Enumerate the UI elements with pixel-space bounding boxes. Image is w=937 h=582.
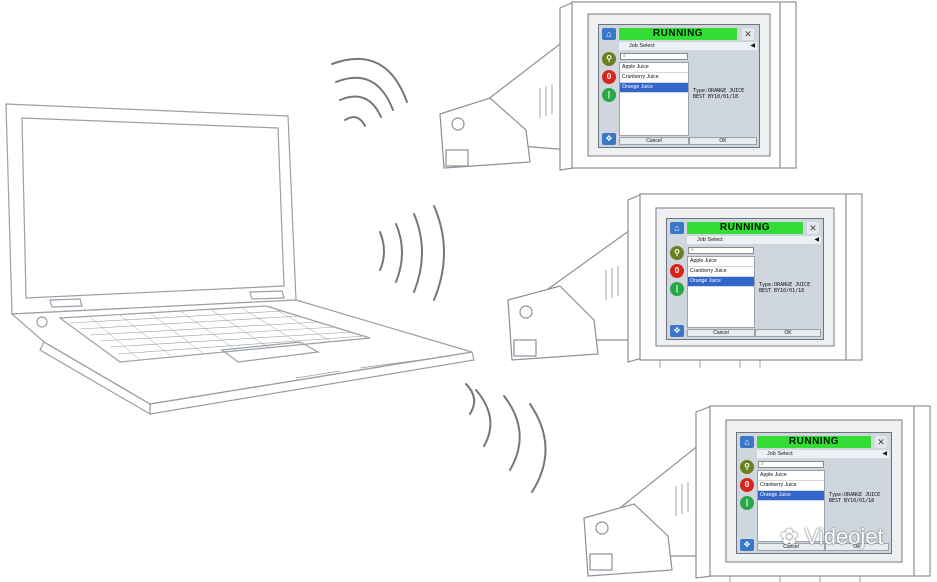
list-item[interactable]: Cranberry Juice (688, 267, 754, 277)
wechat-icon: ✿ (780, 524, 799, 549)
laptop-power-indicator (36, 316, 48, 328)
screen-title-label: Job Select (629, 43, 655, 49)
laptop-display (21, 117, 285, 299)
list-item[interactable]: Apple Juice (758, 471, 824, 481)
label-preview: Type:ORANGE JUICE BEST BY10/01/18 (693, 88, 744, 100)
back-arrow-icon[interactable]: ◀ (750, 43, 755, 49)
search-input[interactable]: ⌕ (620, 53, 688, 60)
list-item-selected[interactable]: Orange Juice (758, 491, 824, 501)
list-item[interactable]: Apple Juice (620, 63, 688, 73)
label-preview: Type:ORANGE JUICE BEST BY10/01/18 (829, 492, 880, 504)
preview-line-2: BEST BY10/01/18 (693, 94, 739, 100)
tools-icon[interactable]: ✕ (875, 436, 887, 448)
job-list: Apple Juice Cranberry Juice Orange Juice (757, 470, 825, 542)
watermark-text: Videojet (804, 524, 884, 549)
printer-2-screen: ⌂ RUNNING ✕ Job Select ◀ ⚲ 0 | ⌕ Apple J… (666, 218, 824, 340)
printhead-knob (519, 305, 533, 319)
screen-title-label: Job Select (697, 237, 723, 243)
laptop (5, 103, 475, 416)
printhead-vents (675, 482, 689, 516)
search-input[interactable]: ⌕ (758, 461, 824, 468)
laptop-ports (295, 355, 451, 379)
ok-button[interactable]: OK (689, 137, 757, 145)
printhead-nozzle (589, 553, 613, 571)
list-item[interactable]: Cranberry Juice (620, 73, 688, 83)
key-icon[interactable]: ⚲ (740, 460, 754, 474)
home-icon[interactable]: ⌂ (602, 28, 616, 40)
key-icon[interactable]: ⚲ (670, 246, 684, 260)
preview-line-2: BEST BY10/01/18 (759, 288, 805, 294)
list-item-selected[interactable]: Orange Juice (620, 83, 688, 93)
navigate-icon[interactable]: ✥ (670, 325, 684, 337)
navigate-icon[interactable]: ✥ (602, 133, 616, 145)
list-item-selected[interactable]: Orange Juice (688, 277, 754, 287)
watermark: ✿ Videojet (780, 524, 884, 550)
start-icon[interactable]: | (740, 496, 754, 510)
stop-icon[interactable]: 0 (670, 264, 684, 278)
home-icon[interactable]: ⌂ (740, 436, 754, 448)
back-arrow-icon[interactable]: ◀ (882, 451, 887, 457)
job-list: Apple Juice Cranberry Juice Orange Juice (687, 256, 755, 328)
screen-title: Job Select ◀ (687, 236, 821, 244)
cancel-button[interactable]: Cancel (757, 543, 825, 551)
search-input[interactable]: ⌕ (688, 247, 754, 254)
ok-button[interactable]: OK (755, 329, 821, 337)
home-icon[interactable]: ⌂ (670, 222, 684, 234)
ok-button[interactable]: OK (825, 543, 889, 551)
key-icon[interactable]: ⚲ (602, 52, 616, 66)
cancel-button[interactable]: Cancel (619, 137, 689, 145)
laptop-hinge (49, 290, 285, 308)
laptop-lid (5, 103, 297, 315)
list-item[interactable]: Cranberry Juice (758, 481, 824, 491)
navigate-icon[interactable]: ✥ (740, 539, 754, 551)
printhead-vents (539, 84, 553, 118)
printhead-knob (451, 117, 465, 131)
tools-icon[interactable]: ✕ (807, 222, 819, 234)
keyboard-columns (89, 305, 331, 361)
start-icon[interactable]: | (602, 88, 616, 102)
preview-line-1: Type:ORANGE JUICE (829, 492, 881, 498)
back-arrow-icon[interactable]: ◀ (814, 237, 819, 243)
search-icon: ⌕ (623, 53, 626, 59)
list-item[interactable]: Apple Juice (688, 257, 754, 267)
printhead-knob (595, 521, 609, 535)
job-list: Apple Juice Cranberry Juice Orange Juice (619, 62, 689, 136)
laptop-base (10, 299, 473, 405)
status-bar: RUNNING (619, 28, 737, 40)
preview-line-1: Type:ORANGE JUICE (759, 282, 811, 288)
laptop-base-side (149, 351, 475, 415)
cabinet-connectors (729, 576, 861, 582)
laptop-keyboard (58, 305, 371, 363)
tools-icon[interactable]: ✕ (742, 28, 754, 40)
search-icon: ⌕ (691, 247, 694, 253)
printhead-nozzle (445, 149, 469, 167)
status-bar: RUNNING (757, 436, 871, 448)
cabinet-connectors (659, 360, 761, 368)
signal-lower (465, 383, 547, 493)
printhead-vents (605, 266, 619, 300)
stop-icon[interactable]: 0 (740, 478, 754, 492)
signal-upper (331, 57, 408, 127)
screen-title: Job Select ◀ (619, 42, 757, 50)
printer-3-screen: ⌂ RUNNING ✕ Job Select ◀ ⚲ 0 | ⌕ Apple J… (736, 432, 892, 554)
status-bar: RUNNING (687, 222, 803, 234)
laptop-touchpad (220, 341, 320, 363)
keyboard-rows (69, 310, 365, 355)
preview-line-1: Type:ORANGE JUICE (693, 88, 745, 94)
wireless-signals (331, 57, 547, 493)
label-preview: Type:ORANGE JUICE BEST BY10/01/18 (759, 282, 810, 294)
cancel-button[interactable]: Cancel (687, 329, 755, 337)
search-icon: ⌕ (761, 461, 764, 467)
start-icon[interactable]: | (670, 282, 684, 296)
printhead-nozzle (513, 339, 537, 357)
stop-icon[interactable]: 0 (602, 70, 616, 84)
screen-title: Job Select ◀ (757, 450, 889, 458)
printer-1-screen: ⌂ RUNNING ✕ Job Select ◀ ⚲ 0 | ⌕ Apple J… (598, 24, 760, 148)
screen-title-label: Job Select (767, 451, 793, 457)
signal-middle (379, 205, 445, 301)
preview-line-2: BEST BY10/01/18 (829, 498, 875, 504)
